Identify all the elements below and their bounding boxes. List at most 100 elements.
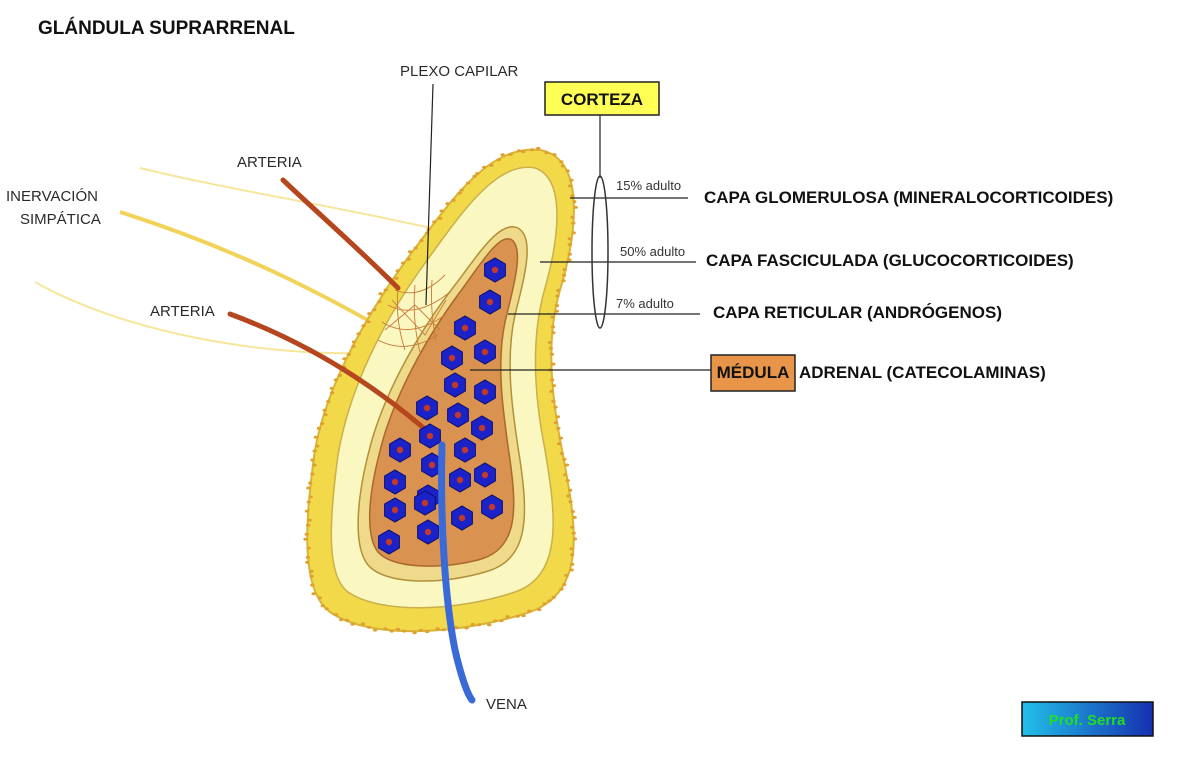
capsule-dot: [326, 400, 331, 403]
cell-nucleus: [426, 432, 434, 440]
cell-nucleus: [461, 446, 469, 454]
credit-text: Prof. Serra: [1049, 712, 1126, 729]
capsule-dot: [383, 288, 388, 292]
artery-top: [280, 177, 401, 291]
capsule-dot: [496, 158, 502, 162]
capsule-dot: [570, 562, 575, 566]
cell-nucleus: [385, 538, 393, 546]
capsule-dot: [419, 239, 424, 243]
cell-nucleus: [396, 446, 404, 454]
capsule-dot: [570, 215, 575, 219]
capsule-dot: [319, 422, 325, 426]
cell-nucleus: [458, 514, 466, 522]
corteza-label: CORTEZA: [561, 90, 643, 109]
capsule-dot: [493, 619, 498, 623]
capsule-dot: [307, 518, 312, 522]
capsule-dot: [424, 630, 430, 634]
capsule-dot: [361, 324, 366, 328]
capsule-dot: [305, 555, 311, 559]
capsule-dot: [366, 625, 372, 629]
capsule-dot: [308, 481, 313, 485]
capsule-dot: [367, 312, 372, 316]
capsule-dot: [516, 149, 522, 153]
capsule-dot: [317, 596, 322, 600]
capsule-dot: [351, 344, 356, 348]
capsule-dot: [568, 500, 573, 504]
capsule-dot: [306, 486, 311, 490]
capsule-dot: [333, 613, 339, 617]
capsule-dot: [537, 608, 542, 612]
capsule-dot: [305, 523, 311, 527]
capsule-dot: [569, 553, 575, 557]
capsule-dot: [566, 494, 571, 498]
label-inervacion-2: SIMPÁTICA: [20, 211, 101, 228]
capsule-dot: [564, 463, 570, 467]
cell-nucleus: [391, 478, 399, 486]
capsule-dot: [310, 583, 315, 587]
capsule-dot: [508, 152, 513, 156]
capsule-dot: [322, 408, 327, 412]
capsule-dot: [459, 188, 464, 192]
capsule-dot: [487, 623, 492, 627]
cell-nucleus: [478, 424, 486, 432]
capsule-dot: [372, 628, 378, 632]
capsule-dot: [310, 472, 315, 476]
capsule-dot: [565, 169, 570, 173]
cell-nucleus: [423, 404, 431, 412]
capsule-dot: [441, 628, 446, 632]
capsule-dot: [315, 444, 320, 448]
capsule-dot: [304, 532, 309, 536]
credit-badge: [1021, 701, 1154, 737]
capsule-dot: [565, 479, 570, 482]
capsule-dot: [521, 614, 526, 618]
capsule-dot: [439, 209, 444, 213]
capsule-dot: [457, 191, 462, 195]
capsule-dot: [304, 509, 310, 513]
capsule-dot: [489, 163, 494, 167]
capsule-dot: [567, 243, 572, 246]
capsule-dot: [500, 153, 505, 157]
capsule-dot: [556, 288, 561, 292]
capsule-dot: [556, 442, 562, 446]
capsule-dot: [563, 473, 568, 477]
capsule-dot: [395, 269, 400, 273]
label-vena: VENA: [486, 696, 527, 713]
capsule-dot: [360, 622, 366, 626]
capsule-dot: [554, 309, 559, 313]
capsule-dot: [437, 216, 443, 220]
capsule-dot: [567, 488, 573, 492]
capsule-dot: [572, 515, 577, 519]
capsule-dot: [311, 592, 316, 596]
cell-nucleus: [456, 476, 464, 484]
corteza-box: [544, 81, 660, 116]
arteries: [227, 177, 438, 441]
capsule-dot: [569, 178, 574, 182]
cell-nucleus: [451, 381, 459, 389]
medula-box: [710, 354, 796, 392]
capsule-dot: [303, 537, 308, 541]
cell-nucleus: [491, 266, 499, 274]
capsule-dot: [306, 546, 311, 550]
capsule-dot: [547, 599, 552, 603]
capsule-dot: [470, 622, 475, 626]
percent-reticular: 7% adulto: [616, 296, 674, 311]
capsule-dot: [356, 332, 361, 336]
capsule-dots: [303, 146, 578, 635]
capsule-dot: [346, 352, 352, 356]
capsule-dot: [372, 308, 377, 312]
capsule-dot: [445, 202, 450, 206]
capsule-dot: [567, 237, 572, 241]
capsule-dot: [529, 148, 535, 152]
capsule-dot: [561, 279, 566, 283]
cell-nucleus: [391, 506, 399, 514]
capsule-dot: [320, 604, 325, 608]
capsule-dot: [499, 619, 504, 623]
label-inervacion-1: INERVACIÓN: [6, 188, 98, 205]
medula-rest-label: ADRENAL (CATECOLAMINAS): [799, 363, 1046, 382]
capsule-dot: [564, 573, 569, 577]
capsule-dot: [562, 268, 567, 272]
capsule-dot: [527, 609, 532, 613]
layer-fasciculada: CAPA FASCICULADA (GLUCOCORTICOIDES): [706, 251, 1074, 270]
capsule-dot: [571, 221, 576, 225]
